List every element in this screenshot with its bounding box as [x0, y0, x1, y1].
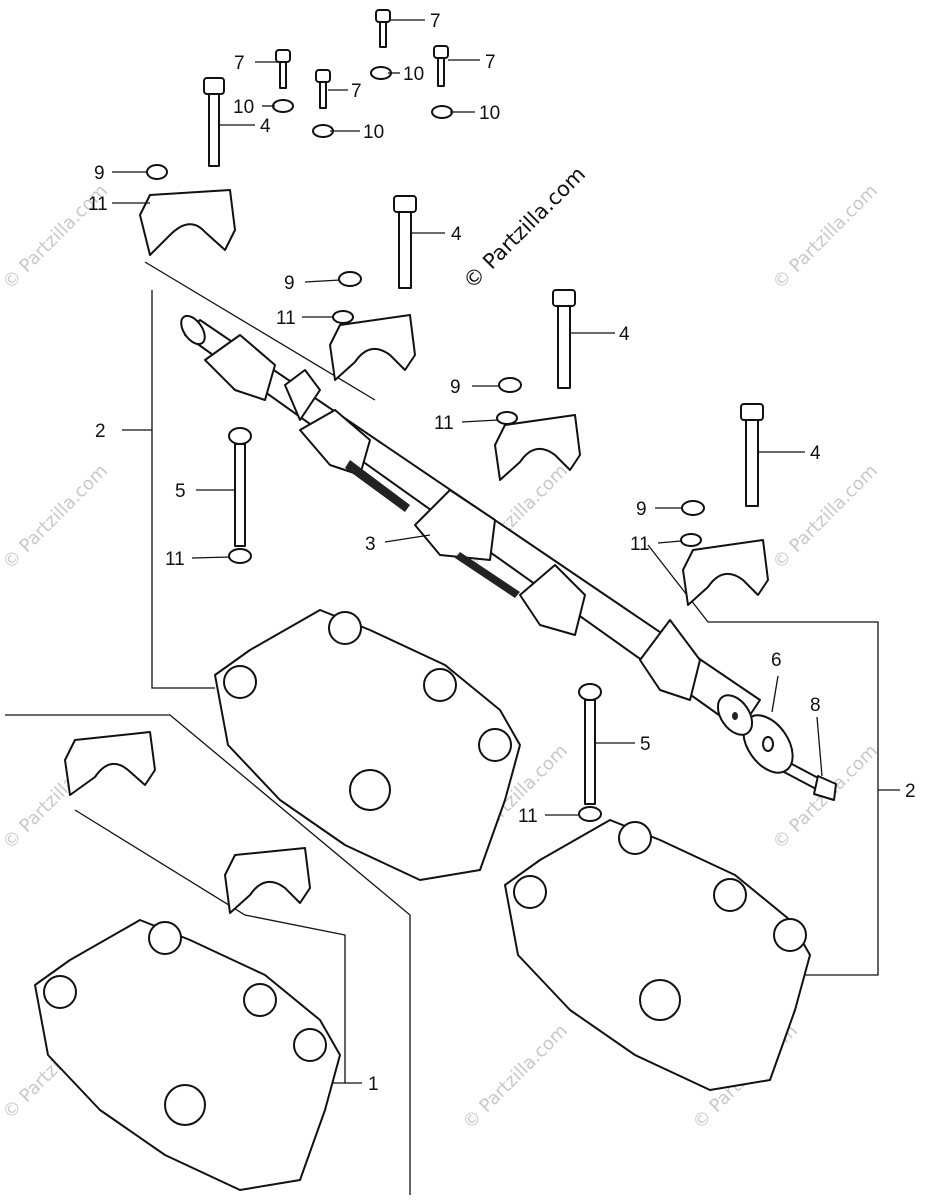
bearing-cap — [682, 539, 769, 606]
callout-9: 9 — [450, 377, 461, 398]
callout-11: 11 — [630, 534, 650, 555]
nut-9 — [146, 164, 168, 180]
callout-4: 4 — [619, 324, 630, 345]
callout-3: 3 — [365, 534, 376, 555]
nut-9 — [338, 271, 362, 287]
nut-9 — [681, 500, 705, 516]
callout-11: 11 — [434, 413, 454, 434]
callout-labels: 7 7 7 7 10 10 10 10 4 4 4 4 9 9 9 9 11 1… — [88, 11, 916, 1095]
callout-1: 1 — [368, 1074, 379, 1095]
bearing-cap — [139, 189, 236, 256]
callout-11: 11 — [165, 549, 185, 570]
nut-9 — [498, 377, 522, 393]
bolt-7 — [433, 45, 449, 87]
washer-11 — [578, 806, 602, 822]
callout-7: 7 — [351, 81, 362, 102]
callout-7: 7 — [234, 53, 245, 74]
washer-6 — [742, 714, 794, 774]
callout-9: 9 — [284, 273, 295, 294]
washer-11 — [332, 310, 354, 324]
callout-10: 10 — [479, 103, 500, 124]
bearing-cap — [64, 731, 156, 796]
callout-9: 9 — [636, 499, 647, 520]
washer-11 — [496, 411, 518, 425]
bolt-7 — [315, 69, 331, 109]
callout-7: 7 — [430, 11, 441, 32]
bolt-5 — [228, 427, 252, 547]
bearing-cap — [329, 314, 416, 381]
camshaft-holder — [504, 819, 811, 1091]
callout-10: 10 — [233, 97, 254, 118]
long-bolt-group — [203, 77, 837, 805]
washer-group — [146, 66, 705, 822]
callout-8: 8 — [810, 695, 821, 716]
camshaft-holder-assembly — [34, 919, 341, 1191]
bolt-5 — [578, 683, 602, 805]
group-lines — [5, 261, 900, 1195]
callout-5: 5 — [175, 481, 186, 502]
bolt-4 — [740, 403, 764, 507]
callout-10: 10 — [403, 64, 424, 85]
bearing-cap-group — [64, 189, 769, 914]
callout-7: 7 — [485, 52, 496, 73]
callout-2: 2 — [95, 421, 106, 442]
callout-6: 6 — [771, 650, 782, 671]
washer-11 — [680, 533, 702, 547]
watermark: © Partzilla.com — [459, 1020, 572, 1133]
callout-4: 4 — [810, 443, 821, 464]
bolt-4 — [393, 195, 417, 289]
callout-11: 11 — [518, 806, 538, 827]
watermark: © Partzilla.com — [769, 460, 882, 573]
callout-10: 10 — [363, 122, 384, 143]
washer-10 — [431, 105, 453, 119]
bolt-7 — [275, 49, 291, 89]
bolt-8 — [783, 761, 837, 801]
camshaft-holder — [214, 609, 521, 881]
bearing-cap — [224, 847, 311, 914]
camshaft — [180, 314, 761, 736]
washer-10 — [272, 99, 294, 113]
bearing-cap — [494, 414, 581, 481]
watermark: © Partzilla.com — [0, 460, 112, 573]
callout-5: 5 — [640, 734, 651, 755]
callout-9: 9 — [94, 163, 105, 184]
partzilla-watermark: © Partzilla.com — [459, 162, 591, 294]
bolt-7 — [375, 9, 391, 48]
callout-2: 2 — [905, 781, 916, 802]
callout-11: 11 — [88, 194, 108, 215]
washer-11 — [228, 548, 252, 564]
callout-4: 4 — [260, 116, 271, 137]
leader-lines — [112, 19, 823, 816]
callout-4: 4 — [451, 224, 462, 245]
bolt-4 — [552, 289, 576, 389]
bolt-4 — [203, 77, 225, 167]
callout-11: 11 — [276, 308, 296, 329]
bolt-7-group — [275, 9, 449, 109]
watermark: © Partzilla.com — [769, 180, 882, 293]
